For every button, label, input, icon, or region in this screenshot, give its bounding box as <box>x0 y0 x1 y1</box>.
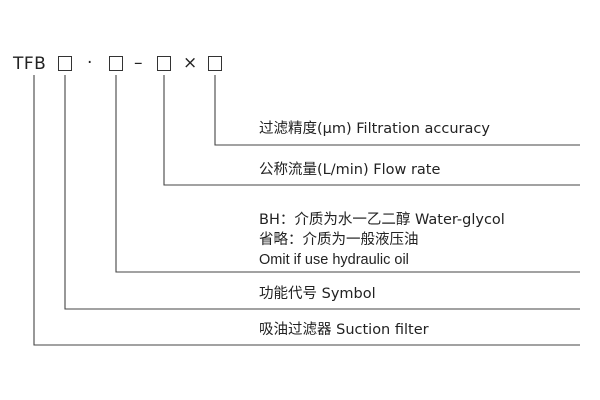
model-prefix: TFB <box>13 54 47 74</box>
code-dash: – <box>134 53 143 73</box>
code-dot: · <box>87 53 93 73</box>
code-box-accuracy <box>208 56 222 71</box>
leader-line-accuracy <box>214 75 580 146</box>
label-medium-omit-en: Omit if use hydraulic oil <box>259 252 409 268</box>
leader-line-symbol <box>64 75 580 310</box>
code-box-symbol <box>58 56 72 71</box>
label-flow: 公称流量(L/min) Flow rate <box>259 162 441 178</box>
label-medium-omit-cn: 省略：介质为一般液压油 <box>259 232 419 248</box>
label-accuracy: 过滤精度(μm) Filtration accuracy <box>259 121 490 137</box>
leader-line-suction <box>33 75 580 346</box>
leader-line-medium <box>115 75 580 273</box>
label-symbol: 功能代号 Symbol <box>259 286 376 302</box>
code-box-flow <box>157 56 171 71</box>
leader-line-flow <box>163 75 580 186</box>
label-medium-bh: BH：介质为水一乙二醇 Water-glycol <box>259 212 505 228</box>
code-box-medium <box>109 56 123 71</box>
label-suction: 吸油过滤器 Suction filter <box>259 322 429 338</box>
code-times: × <box>183 53 198 73</box>
